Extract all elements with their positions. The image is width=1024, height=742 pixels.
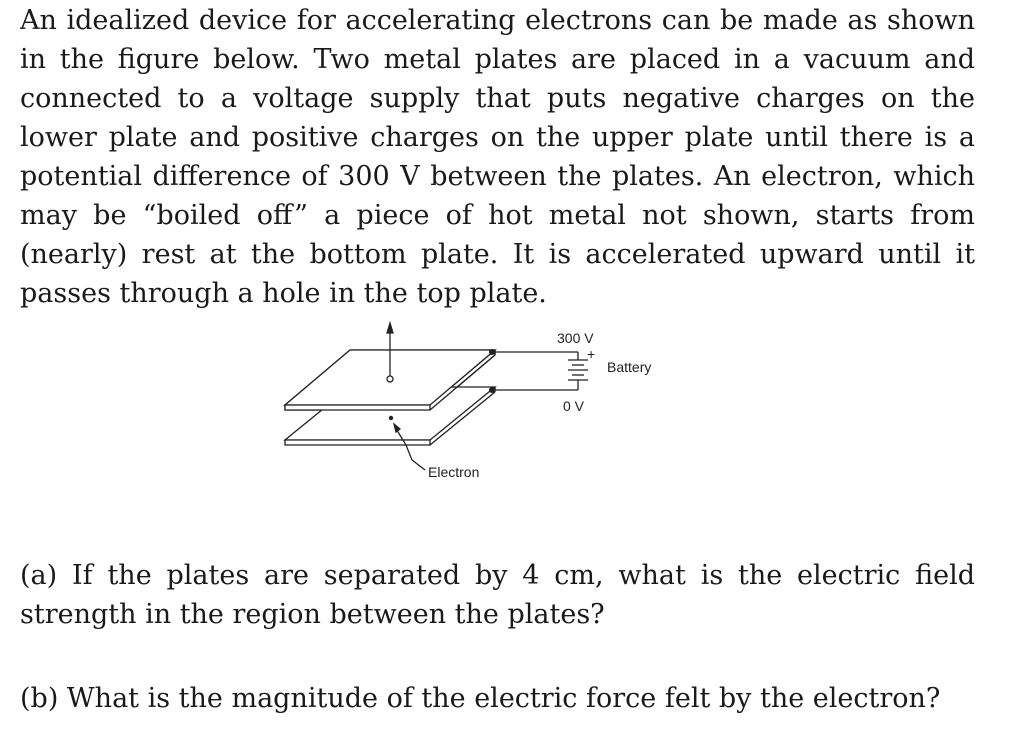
bottom-voltage-label: 0 V bbox=[563, 398, 585, 414]
top-voltage-label: 300 V bbox=[557, 330, 594, 346]
problem-intro: An idealized device for accelerating ele… bbox=[20, 5, 975, 309]
battery-label: Battery bbox=[607, 359, 651, 375]
question-a: (a) If the plates are separated by 4 cm,… bbox=[20, 560, 975, 630]
electron-label: Electron bbox=[428, 464, 479, 480]
electron-exit-arrow bbox=[386, 320, 394, 379]
plus-sign: + bbox=[587, 346, 595, 362]
electron-pointer bbox=[392, 422, 426, 471]
plates-figure: 300 V + 0 V Battery Electron bbox=[270, 315, 690, 495]
battery-symbol bbox=[568, 352, 588, 390]
battery-wires bbox=[488, 348, 578, 394]
electron-dot bbox=[388, 415, 394, 421]
plate-hole bbox=[386, 375, 394, 383]
question-b: (b) What is the magnitude of the electri… bbox=[20, 683, 941, 714]
